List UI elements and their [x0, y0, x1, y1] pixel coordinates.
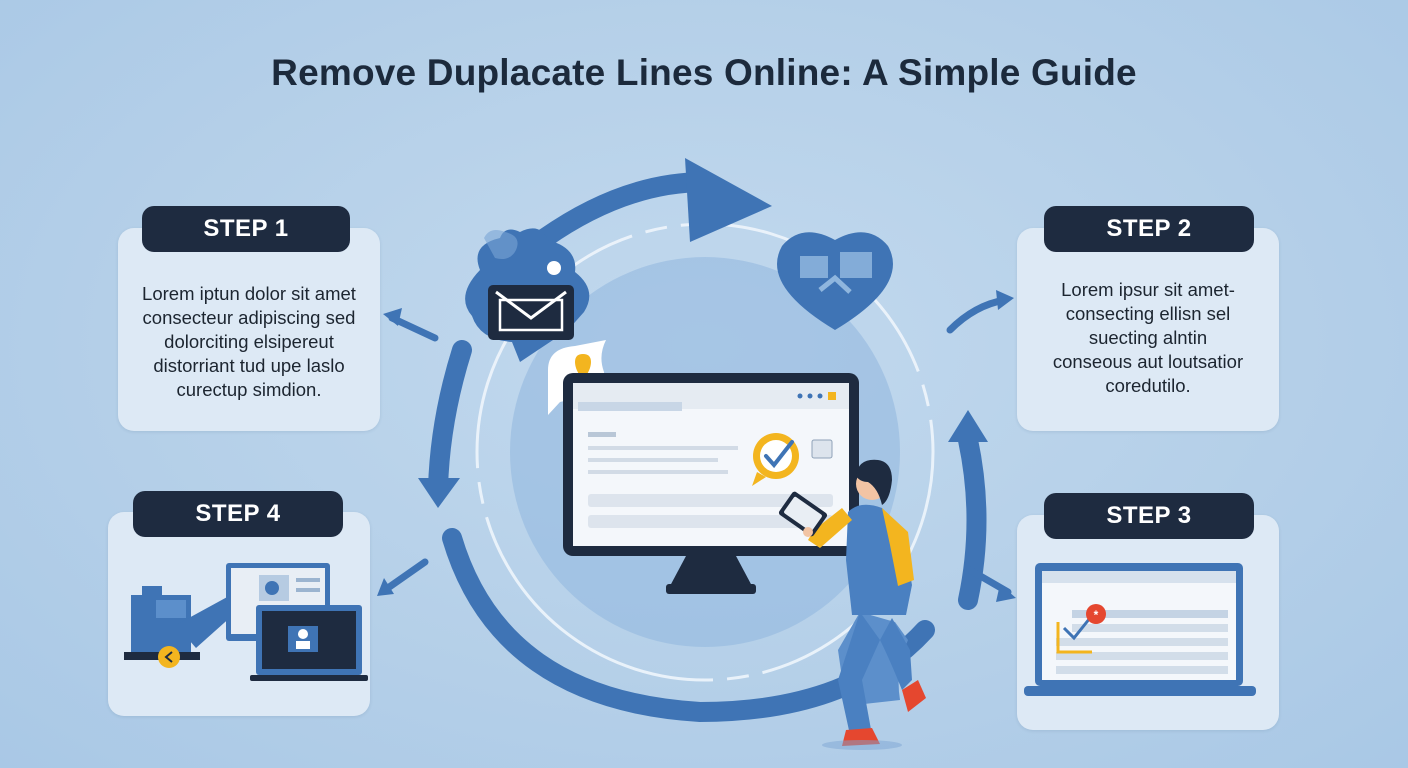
step1-text: Lorem iptun dolor sit amet consecteur ad… [142, 283, 356, 400]
top-arrowhead [685, 158, 772, 242]
email-icon [465, 228, 590, 362]
step1-card: Lorem iptun dolor sit amet consecteur ad… [118, 228, 380, 431]
step3-label: STEP 3 [1044, 493, 1254, 539]
step1-label: STEP 1 [142, 206, 350, 252]
right-arrowhead [948, 410, 988, 442]
check-badge-icon [752, 433, 799, 486]
svg-text:*: * [1094, 608, 1099, 622]
step2-text: Lorem ipsur sit amet- consecting ellisn … [1052, 279, 1244, 396]
top-arc [535, 172, 715, 248]
person-with-tablet [778, 459, 926, 750]
step4-label: STEP 4 [133, 491, 343, 537]
step2-card: Lorem ipsur sit amet- consecting ellisn … [1017, 228, 1279, 431]
right-arc [958, 430, 987, 610]
page-title: Remove Duplacate Lines Online: A Simple … [271, 52, 1137, 93]
step3-laptop-illustration: * [1024, 563, 1256, 696]
step2-label: STEP 2 [1044, 206, 1254, 252]
heart-chat-icon [777, 232, 893, 330]
left-arc [428, 340, 472, 498]
left-arrowhead [418, 478, 460, 508]
step4-devices-illustration [124, 563, 368, 681]
